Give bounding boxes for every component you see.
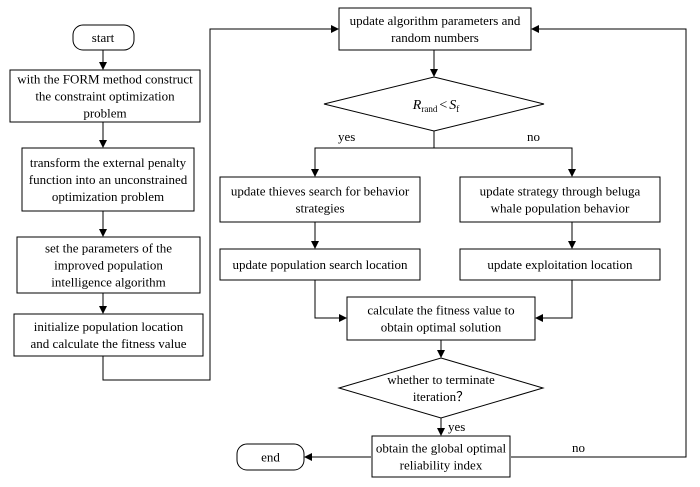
node-label-line: strategies — [295, 201, 344, 216]
exploitation-location-process: update exploitation location — [459, 248, 661, 281]
terminate-decision: whether to terminate iteration？ — [337, 357, 545, 419]
end-terminal: end — [236, 443, 305, 471]
node-label-exploit: update exploitation location — [487, 257, 633, 272]
population-search-process: update population search location — [219, 248, 421, 281]
label-yes-branch: yes — [338, 129, 355, 144]
label-yes-terminate: yes — [448, 419, 465, 434]
decision-r: R — [412, 98, 422, 113]
node-label-end: end — [261, 450, 280, 465]
rand-comparison-decision: Rrand<Sf — [323, 76, 545, 132]
decision-operator: < — [439, 98, 447, 113]
edge-decision-no — [434, 147, 576, 177]
decision-r-sub: rand — [421, 104, 437, 114]
node-label-line: end — [261, 450, 280, 465]
edge-popsearch-fitness — [314, 280, 347, 322]
edge-exploit-fitness — [535, 280, 573, 322]
node-label-line: update population search location — [232, 257, 408, 272]
node-label-line: and calculate the fitness value — [31, 336, 187, 351]
node-label-line: update exploitation location — [487, 257, 633, 272]
set-parameters-process: set the parameters of the improved popula… — [16, 236, 201, 294]
node-label-penalty: transform the external penalty function i… — [29, 155, 188, 204]
edge-init-update-params — [102, 25, 339, 381]
node-label-line: problem — [83, 106, 126, 121]
label-no-loop: no — [572, 440, 585, 455]
node-label-line: optimization problem — [52, 189, 164, 204]
initialize-population-process: initialize population location and calcul… — [13, 313, 204, 357]
node-label-line: update thieves search for behavior — [231, 184, 410, 199]
svg-text:Rrand<Sf: Rrand<Sf — [412, 98, 459, 114]
decision-s-sub: f — [456, 104, 459, 114]
node-label-line: initialize population location — [34, 319, 184, 334]
node-label-pop_search: update population search location — [232, 257, 408, 272]
node-label-line: obtain optimal solution — [381, 320, 502, 335]
edge-labels: yes no yes no — [338, 129, 585, 455]
form-construct-process: with the FORM method construct the constr… — [9, 69, 201, 123]
node-label-line: with the FORM method construct — [17, 72, 193, 87]
node-label-line: random numbers — [391, 30, 479, 45]
edges — [99, 25, 687, 461]
global-reliability-process: obtain the global optimal reliability ind… — [371, 435, 511, 478]
label-no-branch: no — [527, 129, 540, 144]
penalty-transform-process: transform the external penalty function i… — [21, 147, 195, 212]
node-label-line: set the parameters of the — [45, 241, 172, 256]
node-label-line: function into an unconstrained — [29, 172, 188, 187]
start-terminal: start — [72, 24, 135, 51]
node-label-line: whale population behavior — [491, 201, 630, 216]
decision-s: S — [449, 98, 456, 113]
node-label-line: obtain the global optimal — [376, 441, 507, 456]
thieves-strategy-process: update thieves search for behavior strate… — [219, 176, 421, 223]
node-label-form: with the FORM method construct the constr… — [17, 72, 193, 121]
node-label-line: start — [92, 30, 115, 45]
node-label-line: whether to terminate — [387, 372, 495, 387]
node-label-line: update algorithm parameters and — [350, 13, 521, 28]
node-label-line: intelligence algorithm — [51, 275, 165, 290]
node-label-line: improved population — [54, 258, 163, 273]
beluga-strategy-process: update strategy through beluga whale popu… — [459, 176, 661, 223]
node-label-beluga: update strategy through beluga whale popu… — [480, 184, 641, 216]
node-label-start: start — [92, 30, 115, 45]
node-label-line: iteration？ — [413, 389, 469, 404]
node-label-params: set the parameters of the improved popula… — [45, 241, 172, 290]
node-label-fitness: calculate the fitness value to obtain opt… — [367, 303, 514, 335]
node-label-global: obtain the global optimal reliability ind… — [376, 441, 507, 473]
node-label-line: calculate the fitness value to — [367, 303, 514, 318]
node-label-line: update strategy through beluga — [480, 184, 641, 199]
update-parameters-process: update algorithm parameters and random nu… — [338, 7, 532, 51]
fitness-calculation-process: calculate the fitness value to obtain opt… — [346, 296, 536, 341]
edge-global-loop — [511, 25, 687, 458]
node-label-update_params: update algorithm parameters and random nu… — [350, 13, 521, 45]
node-label-init: initialize population location and calcul… — [31, 319, 187, 351]
node-label-terminate: whether to terminate iteration？ — [387, 372, 495, 404]
nodes: start with the FORM method construct the … — [9, 7, 661, 478]
node-label-thieves: update thieves search for behavior strate… — [231, 184, 410, 216]
node-label-line: reliability index — [400, 458, 483, 473]
node-label-line: the constraint optimization — [35, 89, 175, 104]
edge-decision-yes — [311, 131, 435, 177]
node-label-line: transform the external penalty — [30, 155, 187, 170]
